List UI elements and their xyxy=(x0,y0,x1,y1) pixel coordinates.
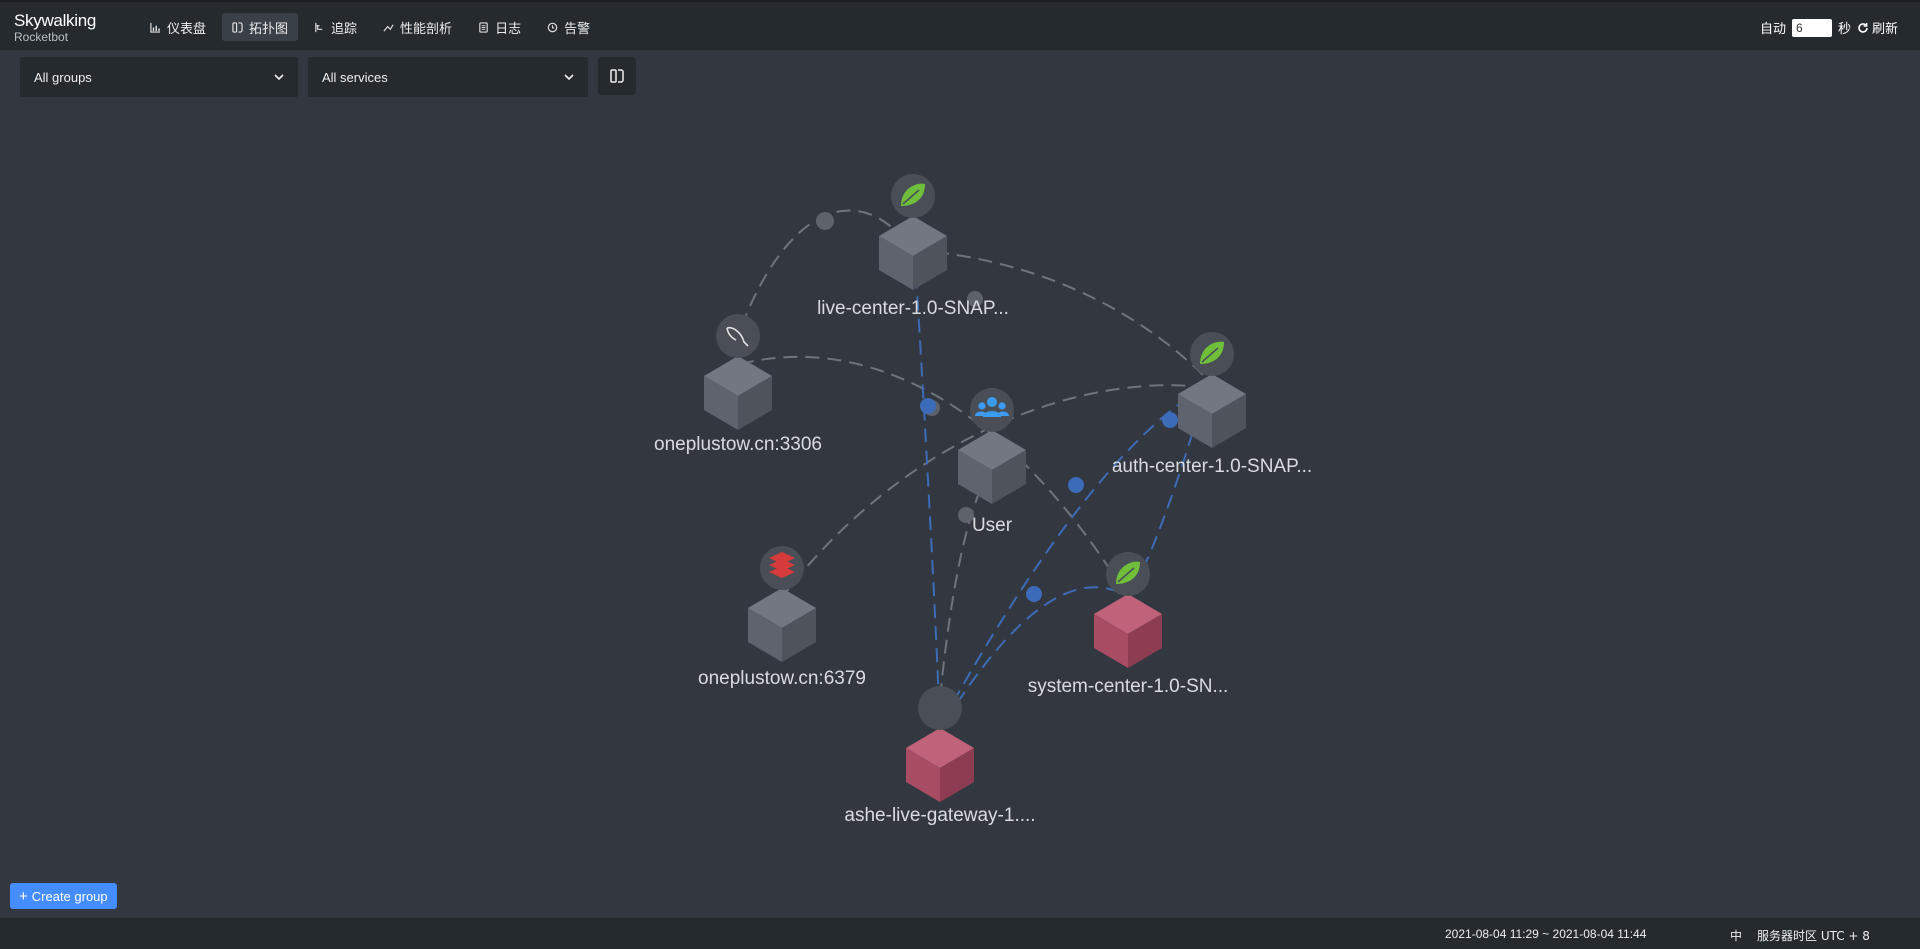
refresh-icon xyxy=(1858,22,1868,33)
app-sub: Rocketbot xyxy=(14,30,69,44)
plus-icon: + xyxy=(19,887,28,905)
auto-label: 自动 xyxy=(1759,22,1786,37)
trace-icon xyxy=(315,22,323,32)
node-label: live-center-1.0-SNAP... xyxy=(817,298,1009,319)
auto-refresh: 自动 秒 刷新 xyxy=(1760,18,1898,37)
client-links xyxy=(914,257,1209,729)
node-live-center[interactable]: live-center-1.0-SNAP... xyxy=(817,174,1009,319)
redis-icon xyxy=(769,552,795,578)
node-label: system-center-1.0-SN... xyxy=(1028,676,1229,697)
alarm-icon xyxy=(547,22,558,32)
profile-icon xyxy=(383,23,394,32)
link-user-gateway[interactable] xyxy=(937,469,991,721)
refresh-button[interactable]: 刷新 xyxy=(1857,18,1898,37)
chevron-down-icon xyxy=(274,74,284,81)
node-auth-center[interactable]: auth-center-1.0-SNAP... xyxy=(1112,332,1312,477)
service-select-value: All services xyxy=(322,69,388,85)
timezone-label: 服务器时区 UTC + 8 xyxy=(1757,929,1870,943)
nav-label: 仪表盘 xyxy=(167,21,207,37)
link-gateway-system[interactable] xyxy=(944,586,1126,723)
node-user[interactable]: User xyxy=(958,388,1026,536)
node-system-center[interactable]: system-center-1.0-SN... xyxy=(1028,552,1229,697)
group-select-value: All groups xyxy=(34,69,92,85)
top-bar: Skywalking Rocketbot 仪表盘 拓扑图 追踪 性能剖析 日志 … xyxy=(0,0,1920,50)
refresh-label: 刷新 xyxy=(1871,22,1898,37)
mysql-dolphin-icon xyxy=(726,326,749,347)
node-label: oneplustow.cn:3306 xyxy=(654,434,822,455)
create-group-button[interactable]: + Create group xyxy=(10,883,117,909)
app-logo[interactable]: Skywalking Rocketbot xyxy=(14,12,96,43)
node-label: auth-center-1.0-SNAP... xyxy=(1112,456,1312,477)
user-group-icon xyxy=(975,397,1009,417)
topology-toolbar: All groups All services xyxy=(20,57,636,97)
nav-label: 拓扑图 xyxy=(249,21,289,37)
node-redis[interactable]: oneplustow.cn:6379 xyxy=(698,546,866,689)
nav-trace[interactable]: 追踪 xyxy=(304,13,367,41)
nav-label: 性能剖析 xyxy=(400,21,453,37)
log-icon xyxy=(479,21,488,33)
topology-icon xyxy=(232,21,243,33)
footer-bar: 2021-08-04 11:29 ~ 2021-08-04 11:44 中 服务… xyxy=(0,918,1920,949)
nav-label: 告警 xyxy=(564,21,591,37)
language-toggle[interactable]: 中 xyxy=(1730,929,1743,943)
app-brand: Skywalking xyxy=(14,11,97,30)
seconds-label: 秒 xyxy=(1837,22,1851,37)
group-select[interactable]: All groups xyxy=(20,57,298,97)
node-gateway[interactable]: ashe-live-gateway-1.... xyxy=(844,686,1036,826)
link-gateway-auth[interactable] xyxy=(941,384,1209,723)
nav-label: 日志 xyxy=(495,21,522,37)
node-mysql[interactable]: oneplustow.cn:3306 xyxy=(654,314,822,455)
create-group-label: Create group xyxy=(31,888,108,904)
nav-topology[interactable]: 拓扑图 xyxy=(222,13,299,41)
nav-label: 追踪 xyxy=(331,21,358,37)
node-label: oneplustow.cn:6379 xyxy=(698,668,866,689)
topology-icon xyxy=(610,69,624,83)
link-gateway-live[interactable] xyxy=(914,257,941,729)
nav-profile[interactable]: 性能剖析 xyxy=(373,13,462,41)
topology-settings-button[interactable] xyxy=(598,57,636,95)
main-nav: 仪表盘 拓扑图 追踪 性能剖析 日志 告警 xyxy=(140,13,600,41)
time-range[interactable]: 2021-08-04 11:29 ~ 2021-08-04 11:44 xyxy=(1445,927,1647,941)
dashboard-icon xyxy=(150,22,161,33)
node-label: ashe-live-gateway-1.... xyxy=(844,805,1035,826)
node-label: User xyxy=(972,515,1013,536)
nav-dashboard[interactable]: 仪表盘 xyxy=(140,13,216,41)
nav-alarm[interactable]: 告警 xyxy=(537,13,600,41)
refresh-interval-input[interactable] xyxy=(1791,18,1832,37)
service-select[interactable]: All services xyxy=(308,57,588,97)
chevron-down-icon xyxy=(564,74,574,81)
nav-log[interactable]: 日志 xyxy=(468,13,531,41)
